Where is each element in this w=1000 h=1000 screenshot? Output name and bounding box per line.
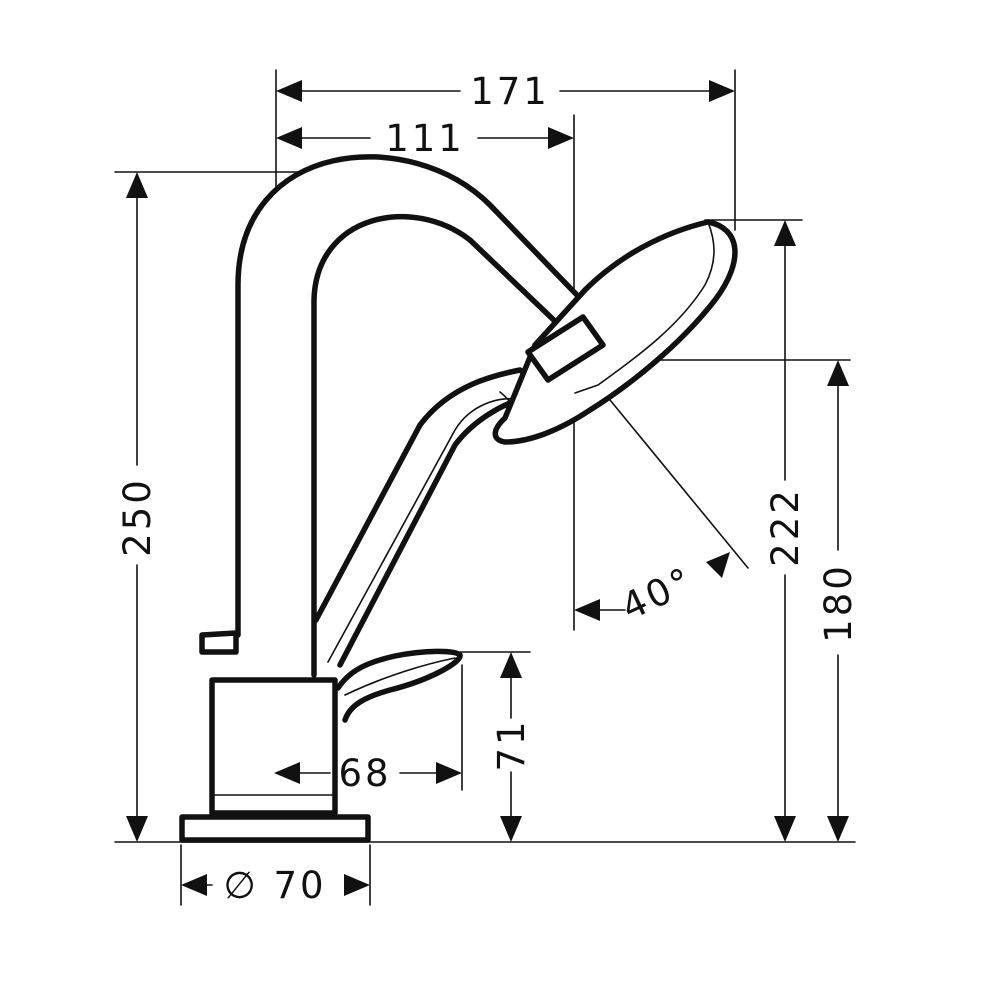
lever <box>335 648 463 723</box>
shower-collar <box>525 314 606 383</box>
body-cylinder <box>209 677 338 816</box>
dim-label-111: 111 <box>385 117 465 160</box>
dim-label-diameter-70: ∅ 70 <box>223 864 326 907</box>
dim-label-180: 180 <box>817 563 860 643</box>
dim-label-71: 71 <box>490 718 533 771</box>
dim-label-angle-40: 40° <box>615 558 701 628</box>
dim-label-222: 222 <box>764 487 807 567</box>
shower-head <box>492 219 738 445</box>
dim-label-250: 250 <box>116 477 159 557</box>
shower-handle <box>313 367 551 668</box>
dimension-lines <box>126 80 849 896</box>
spout-curve <box>235 154 606 678</box>
diverter-knob <box>199 630 239 655</box>
shower-head-face <box>574 221 715 394</box>
dim-label-171: 171 <box>470 70 550 113</box>
base-plate <box>179 814 371 843</box>
lever-inner <box>344 657 456 696</box>
dim-label-68: 68 <box>338 752 391 795</box>
faucet-outline <box>179 154 738 843</box>
